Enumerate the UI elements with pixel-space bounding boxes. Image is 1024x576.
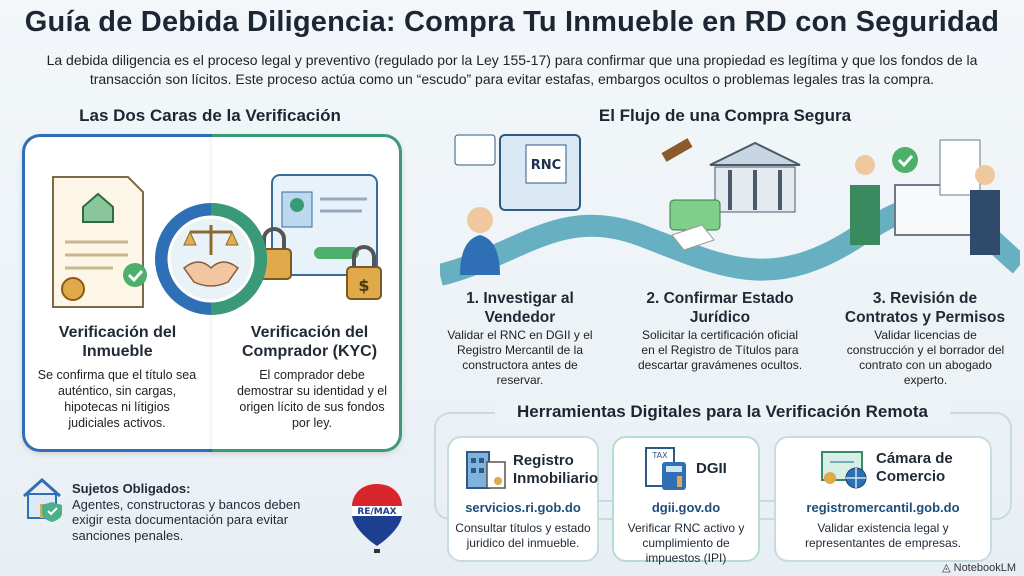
identity-lock-icon: $ [256, 174, 382, 300]
svg-text:RE/MAX: RE/MAX [357, 507, 396, 517]
property-title-document-icon [52, 176, 147, 308]
card-title: Verificación del Inmueble [58, 324, 177, 360]
step-1-title: 1. Investigar al Vendedor [466, 290, 574, 326]
step-2-text: Solicitar la certificación oficial en el… [637, 328, 803, 372]
tool-card-registro-inmobiliario[interactable]: Registro Inmobiliario servicios.ri.gob.d… [447, 436, 599, 562]
flow-heading: El Flujo de una Compra Segura [598, 106, 852, 125]
tool-url-link[interactable]: servicios.ri.gob.do [465, 500, 581, 515]
brand-label: NotebookLM [953, 562, 1016, 574]
house-shield-icon [23, 477, 62, 522]
step-1-text: Validar el RNC en DGII y el Registro Mer… [447, 328, 593, 387]
notebooklm-icon: ◬ [942, 562, 954, 574]
step-3-title: 3. Revisión de Contratos y Permisos [844, 290, 1006, 326]
contracts-review-icon [850, 139, 1000, 255]
tool-url-link[interactable]: dgii.gov.do [651, 500, 721, 515]
remax-balloon-logo: RE/MAX [352, 484, 402, 553]
tool-text: Consultar títulos y estado juridico del … [455, 521, 591, 550]
tool-name: Cámara de Comercio [876, 450, 953, 485]
tool-text: Validar existencia legal y representante… [804, 521, 962, 550]
tool-text: Verificar RNC activo y cumplimiento de i… [627, 521, 745, 565]
tool-card-camara-comercio[interactable]: Cámara de Comercio registromercantil.gob… [774, 436, 992, 562]
note-text: Agentes, constructoras y bancos deben ex… [72, 496, 301, 543]
tools-connector [596, 500, 616, 502]
tools-heading: Herramientas Digitales para la Verificac… [495, 402, 950, 422]
scales-handshake-icon [155, 203, 267, 315]
notebooklm-watermark: ◬ NotebookLM [942, 561, 1016, 574]
page-title: Guía de Debida Diligencia: Compra Tu Inm… [24, 6, 1000, 38]
tool-name: DGII [696, 460, 727, 477]
svg-text:TAX: TAX [651, 451, 668, 460]
tool-name: Registro Inmobiliario [513, 452, 599, 487]
note-title: Sujetos Obligados: [72, 481, 191, 496]
step-3-text: Validar licencias de construcción y el b… [846, 328, 1005, 387]
left-heading: Las Dos Caras de la Verificación [79, 106, 341, 125]
card-title: Verificación del Comprador (KYC) [241, 324, 378, 360]
building-document-icon [466, 451, 506, 489]
flow-illustration: RNC [440, 134, 1020, 286]
tools-connector [760, 500, 780, 502]
step-2-title: 2. Confirmar Estado Jurídico [646, 290, 794, 326]
seller-research-icon: RNC [454, 134, 581, 275]
svg-text:RNC: RNC [531, 158, 561, 173]
intro-text: La debida diligencia es el proceso legal… [46, 52, 978, 87]
card-text: Se confirma que el título sea auténtico,… [37, 368, 197, 430]
svg-text:$: $ [358, 276, 369, 295]
legal-status-icon [661, 138, 801, 251]
tool-card-dgii[interactable]: TAX DGII dgii.gov.do Verificar RNC activ… [612, 436, 760, 565]
obligated-subjects-note: Sujetos Obligados: Agentes, constructora… [72, 481, 302, 543]
tax-calculator-icon: TAX [645, 447, 686, 490]
certificate-globe-icon [821, 451, 867, 489]
card-text: El comprador debe demostrar su identidad… [236, 368, 388, 430]
tool-url-link[interactable]: registromercantil.gob.do [806, 500, 960, 515]
